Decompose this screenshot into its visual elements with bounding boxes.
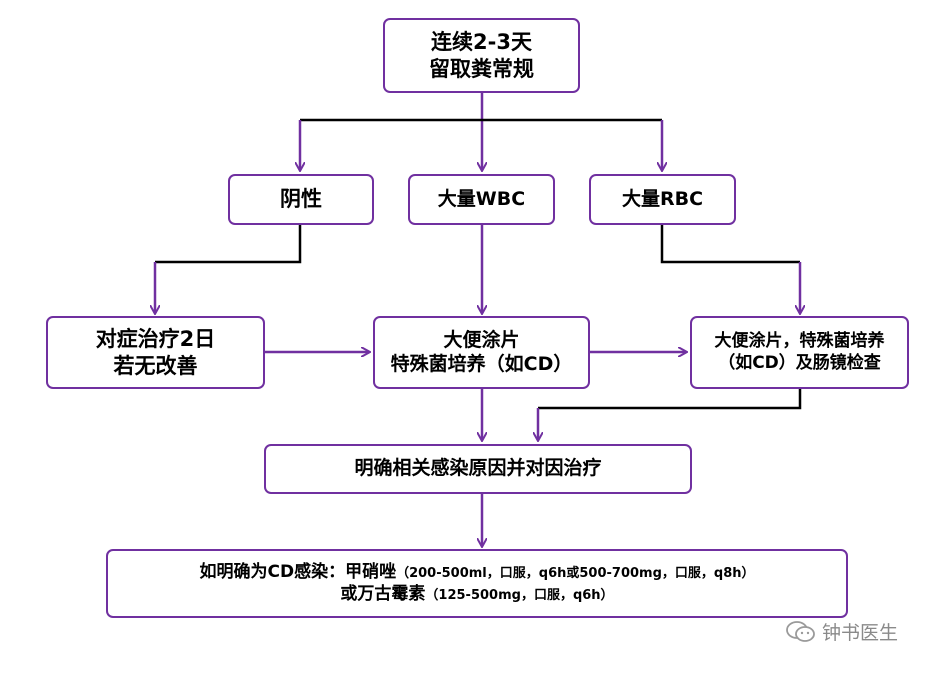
node-cd-treatment-line1-detail: （200-500ml，口服，q6h或500-700mg，口服，q8h） <box>396 566 755 582</box>
node-identify-cause-label: 明确相关感染原因并对因治疗 <box>354 457 602 480</box>
node-stool-routine-line1: 连续2-3天 <box>431 30 532 55</box>
node-rbc-label: 大量RBC <box>621 187 704 210</box>
node-rbc: 大量RBC <box>589 174 736 225</box>
node-cd-treatment-line2: 或万古霉素（125-500mg，口服，q6h） <box>340 584 613 605</box>
node-symptomatic-line1: 对症治疗2日 <box>95 327 216 352</box>
node-cd-treatment: 如明确为CD感染：甲硝唑（200-500ml，口服，q6h或500-700mg，… <box>106 549 848 618</box>
node-stool-routine: 连续2-3天 留取粪常规 <box>383 18 580 93</box>
wechat-icon <box>786 620 815 642</box>
node-symptomatic-treatment: 对症治疗2日 若无改善 <box>46 316 265 389</box>
watermark-text: 钟书医生 <box>822 622 899 644</box>
node-smear-colonoscopy: 大便涂片，特殊菌培养 （如CD）及肠镜检查 <box>690 316 909 389</box>
node-smear-colonoscopy-line1: 大便涂片，特殊菌培养 <box>714 331 885 352</box>
node-negative: 阴性 <box>228 174 374 225</box>
node-cd-treatment-line2-detail: （125-500mg，口服，q6h） <box>425 587 614 603</box>
node-cd-treatment-line1-main: 如明确为CD感染：甲硝唑 <box>199 562 397 583</box>
node-symptomatic-line2: 若无改善 <box>113 353 198 378</box>
node-negative-label: 阴性 <box>280 187 322 212</box>
node-identify-cause: 明确相关感染原因并对因治疗 <box>264 444 692 494</box>
node-wbc-label: 大量WBC <box>437 187 526 210</box>
node-stool-smear: 大便涂片 特殊菌培养（如CD） <box>373 316 590 389</box>
node-stool-smear-line1: 大便涂片 <box>443 328 520 351</box>
node-cd-treatment-line2-main: 或万古霉素 <box>340 583 426 604</box>
node-stool-routine-line2: 留取粪常规 <box>429 56 534 81</box>
node-smear-colonoscopy-line2: （如CD）及肠镜检查 <box>718 352 881 373</box>
watermark: 钟书医生 <box>786 618 898 645</box>
node-stool-smear-line2: 特殊菌培养（如CD） <box>390 352 573 375</box>
node-cd-treatment-line1: 如明确为CD感染：甲硝唑（200-500ml，口服，q6h或500-700mg，… <box>200 562 755 583</box>
node-wbc: 大量WBC <box>408 174 555 225</box>
